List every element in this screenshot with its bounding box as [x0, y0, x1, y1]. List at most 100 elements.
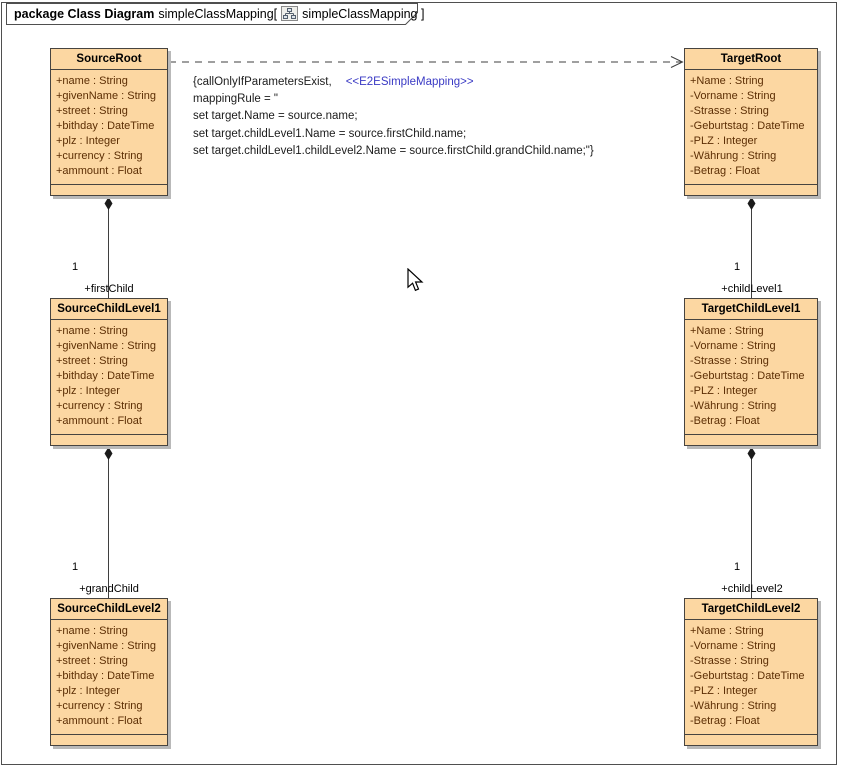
class-name: SourceChildLevel2: [51, 599, 167, 620]
class-attribute: -Betrag : Float: [690, 715, 760, 727]
class-attribute: -Währung : String: [690, 400, 777, 412]
class-attribute: +givenName : String: [56, 90, 156, 102]
composition-diamond-icon: [104, 447, 113, 460]
dependency-connector[interactable]: [169, 56, 684, 68]
class-TargetChildLevel1[interactable]: TargetChildLevel1 +Name : String -Vornam…: [684, 298, 818, 446]
attributes-compartment: +Name : String -Vorname : String -Strass…: [685, 620, 817, 734]
role-label-grandChild: +grandChild: [79, 583, 139, 595]
composition-connector-firstChild[interactable]: [104, 197, 113, 298]
attributes-compartment: +Name : String -Vorname : String -Strass…: [685, 320, 817, 434]
class-attribute: +name : String: [56, 325, 128, 337]
class-attribute: -Betrag : Float: [690, 415, 760, 427]
note-line: set target.childLevel1.childLevel2.Name …: [193, 144, 594, 157]
class-attribute: -Vorname : String: [690, 640, 776, 652]
class-attribute: +name : String: [56, 75, 128, 87]
mapping-note[interactable]: {callOnlyIfParametersExist, <<E2ESimpleMa…: [193, 74, 633, 160]
class-attribute: +currency : String: [56, 150, 143, 162]
class-attribute: +bithday : DateTime: [56, 120, 155, 132]
multiplicity-label: 1: [72, 261, 79, 273]
diagram-frame-tab[interactable]: package Class Diagram simpleClassMapping…: [6, 3, 424, 25]
class-attribute: -PLZ : Integer: [690, 685, 758, 697]
attributes-compartment: +name : String +givenName : String +stre…: [51, 620, 167, 734]
class-attribute: +name : String: [56, 625, 128, 637]
class-attribute: -Währung : String: [690, 700, 777, 712]
class-attribute: -Geburtstag : DateTime: [690, 120, 805, 132]
operations-compartment: [51, 434, 167, 445]
composition-connector-childLevel1[interactable]: [747, 197, 756, 298]
composition-diamond-icon: [104, 197, 113, 210]
class-attribute: +currency : String: [56, 400, 143, 412]
class-attribute: +plz : Integer: [56, 685, 120, 697]
role-label-firstChild: +firstChild: [84, 283, 134, 295]
multiplicity-label: 1: [734, 261, 741, 273]
attributes-compartment: +name : String +givenName : String +stre…: [51, 320, 167, 434]
frame-keyword: package Class Diagram: [14, 6, 155, 21]
class-attribute: +street : String: [56, 655, 128, 667]
class-name: SourceChildLevel1: [51, 299, 167, 320]
class-attribute: -Geburtstag : DateTime: [690, 370, 805, 382]
class-name: TargetRoot: [685, 49, 817, 70]
composition-connector-childLevel2[interactable]: [747, 447, 756, 598]
class-attribute: +street : String: [56, 105, 128, 117]
composition-diamond-icon: [747, 447, 756, 460]
frame-tab-shape: [6, 3, 418, 25]
class-attribute: -Betrag : Float: [690, 165, 760, 177]
attributes-compartment: +Name : String -Vorname : String -Strass…: [685, 70, 817, 184]
class-attribute: -Strasse : String: [690, 655, 769, 667]
class-SourceChildLevel2[interactable]: SourceChildLevel2 +name : String +givenN…: [50, 598, 168, 746]
class-SourceRoot[interactable]: SourceRoot +name : String +givenName : S…: [50, 48, 168, 196]
class-attribute: -PLZ : Integer: [690, 135, 758, 147]
class-attribute: -Geburtstag : DateTime: [690, 670, 805, 682]
class-name: TargetChildLevel1: [685, 299, 817, 320]
class-attribute: +street : String: [56, 355, 128, 367]
operations-compartment: [51, 734, 167, 745]
operations-compartment: [685, 184, 817, 195]
mouse-cursor: [407, 268, 424, 292]
class-attribute: +bithday : DateTime: [56, 670, 155, 682]
class-attribute: -Strasse : String: [690, 355, 769, 367]
class-attribute: -Vorname : String: [690, 90, 776, 102]
operations-compartment: [685, 734, 817, 745]
note-line: mappingRule = ": [193, 93, 278, 106]
class-attribute: +currency : String: [56, 700, 143, 712]
class-attribute: +Name : String: [690, 75, 764, 87]
class-attribute: +Name : String: [690, 325, 764, 337]
class-attribute: +ammount : Float: [56, 715, 142, 727]
class-attribute: -Vorname : String: [690, 340, 776, 352]
class-attribute: +ammount : Float: [56, 165, 142, 177]
operations-compartment: [51, 184, 167, 195]
operations-compartment: [685, 434, 817, 445]
class-attribute: -Strasse : String: [690, 105, 769, 117]
class-TargetChildLevel2[interactable]: TargetChildLevel2 +Name : String -Vornam…: [684, 598, 818, 746]
class-attribute: -PLZ : Integer: [690, 385, 758, 397]
class-TargetRoot[interactable]: TargetRoot +Name : String -Vorname : Str…: [684, 48, 818, 196]
class-name: TargetChildLevel2: [685, 599, 817, 620]
class-name: SourceRoot: [51, 49, 167, 70]
composition-connector-grandChild[interactable]: [104, 447, 113, 598]
class-attribute: +plz : Integer: [56, 385, 120, 397]
class-attribute: +plz : Integer: [56, 135, 120, 147]
class-attribute: -Währung : String: [690, 150, 777, 162]
composition-diamond-icon: [747, 197, 756, 210]
class-attribute: +bithday : DateTime: [56, 370, 155, 382]
note-line: set target.Name = source.name;: [193, 110, 358, 123]
role-label-childLevel1: +childLevel1: [721, 283, 783, 295]
attributes-compartment: +name : String +givenName : String +stre…: [51, 70, 167, 184]
note-constraint: {callOnlyIfParametersExist,: [193, 76, 332, 88]
class-attribute: +Name : String: [690, 625, 764, 637]
class-attribute: +givenName : String: [56, 340, 156, 352]
note-stereotype: <<E2ESimpleMapping>>: [345, 76, 474, 88]
class-attribute: +givenName : String: [56, 640, 156, 652]
multiplicity-label: 1: [734, 561, 741, 573]
frame-diagram-ref: simpleClassMapping[: [158, 6, 278, 21]
note-line: {callOnlyIfParametersExist, <<E2ESimpleMa…: [193, 74, 633, 91]
class-attribute: +ammount : Float: [56, 415, 142, 427]
open-arrowhead-icon: [670, 56, 684, 68]
multiplicity-label: 1: [72, 561, 79, 573]
role-label-childLevel2: +childLevel2: [721, 583, 783, 595]
class-SourceChildLevel1[interactable]: SourceChildLevel1 +name : String +givenN…: [50, 298, 168, 446]
frame-diagram-name: simpleClassMapping ]: [302, 6, 425, 21]
